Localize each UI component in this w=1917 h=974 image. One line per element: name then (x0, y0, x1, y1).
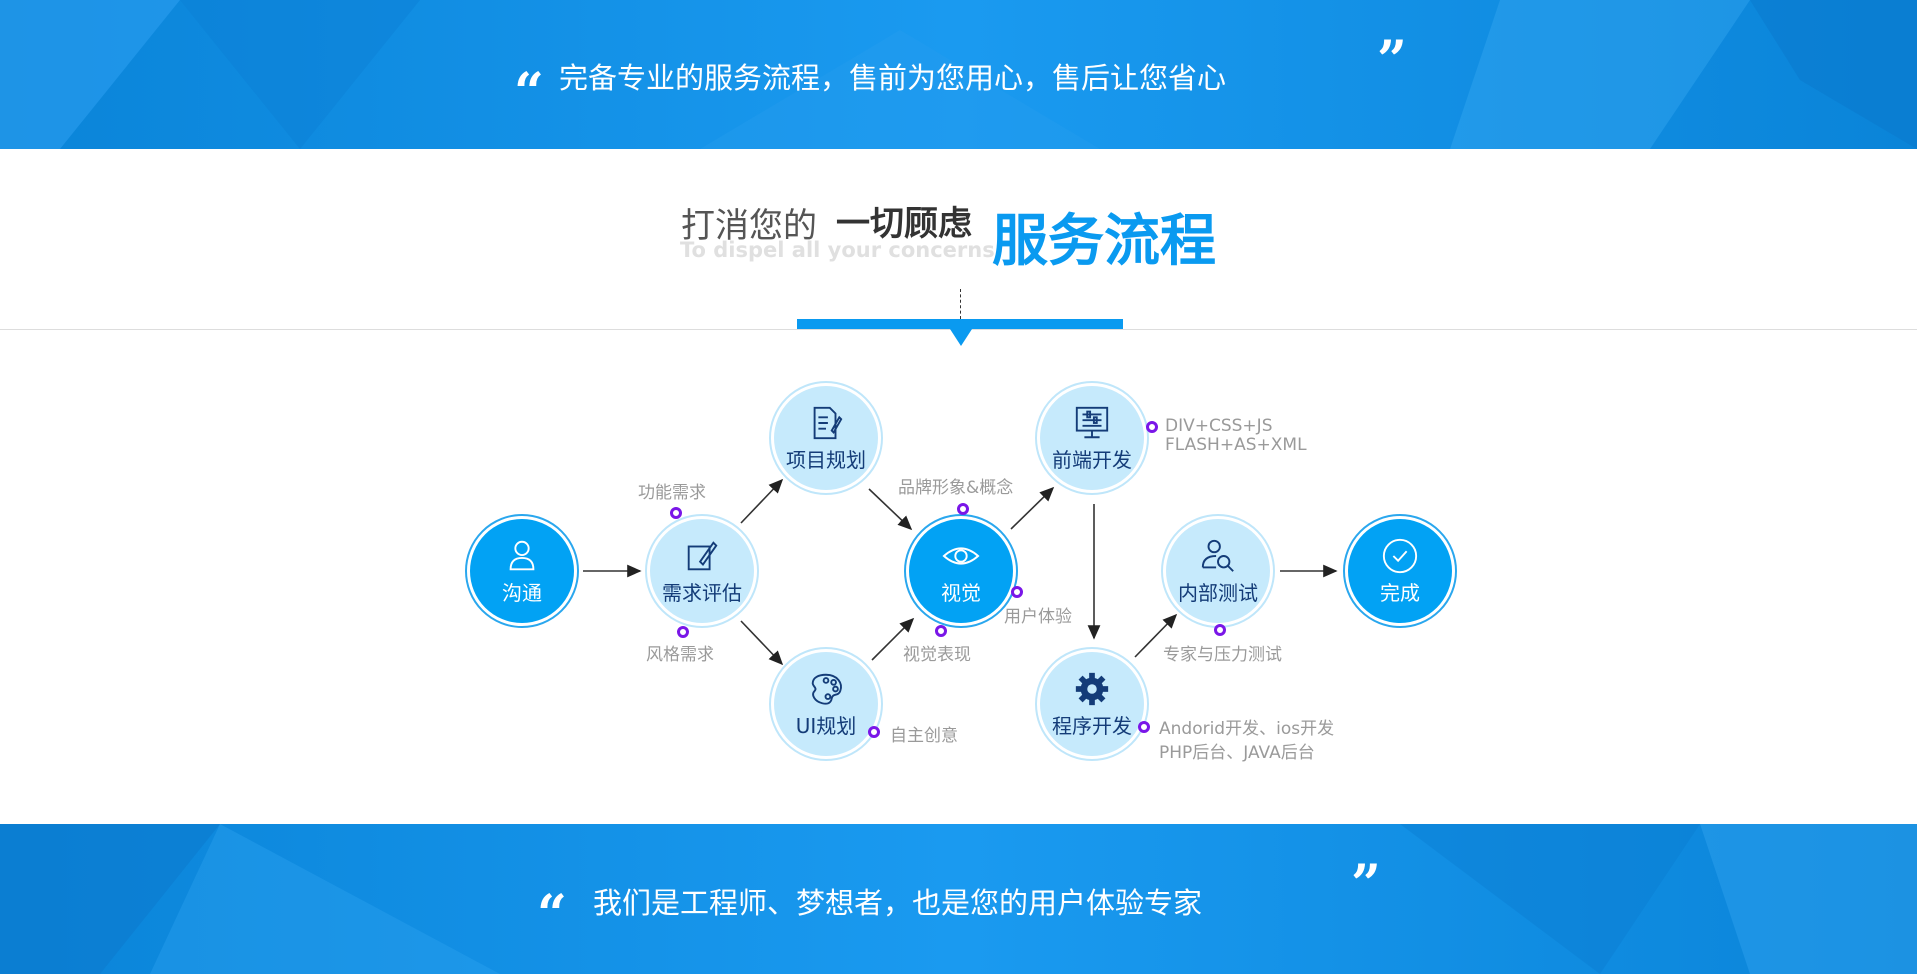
node-communicate: 沟通 (465, 514, 579, 628)
pointer-triangle (950, 329, 972, 346)
note-frontend-2: FLASH+AS+XML (1165, 435, 1307, 455)
node-programming: 程序开发 (1035, 647, 1149, 761)
note-dot (935, 625, 947, 637)
close-quote-mark: ” (1351, 854, 1381, 915)
note-program-1: Andorid开发、ios开发 (1159, 719, 1335, 739)
arrow (1134, 613, 1178, 658)
heading-bold: 一切顾虑 (836, 204, 972, 244)
arrow (740, 620, 784, 666)
node-frontend: 前端开发 (1035, 381, 1149, 495)
note-ux: 用户体验 (1004, 607, 1072, 627)
document-icon (813, 406, 843, 439)
note-program-2: PHP后台、JAVA后台 (1159, 743, 1315, 763)
note-brand: 品牌形象&概念 (898, 478, 1014, 498)
palette-icon (811, 673, 842, 705)
bottom-quote: 我们是工程师、梦想者，也是您的用户体验专家 (593, 886, 1203, 920)
arrow (740, 478, 784, 524)
heading-subtitle: To dispel all your concerns (680, 238, 995, 262)
node-label: 沟通 (502, 580, 542, 605)
note-dot (670, 507, 682, 519)
node-label: UI规划 (795, 713, 857, 738)
node-label: 内部测试 (1178, 580, 1258, 605)
note-dot (1214, 624, 1226, 636)
monitor-settings-icon (1075, 406, 1109, 438)
node-label: 需求评估 (662, 580, 742, 605)
node-label: 程序开发 (1052, 713, 1132, 738)
note-dot (677, 626, 689, 638)
note-visual: 视觉表现 (903, 645, 971, 665)
node-requirements: 需求评估 (645, 514, 759, 628)
top-banner: “ 完备专业的服务流程，售前为您用心，售后让您省心 ” (0, 0, 1917, 149)
dashed-line (960, 289, 961, 319)
check-circle-icon (1382, 538, 1418, 573)
open-quote-mark: “ (537, 884, 567, 945)
note-dot (1011, 586, 1023, 598)
user-search-icon (1201, 539, 1234, 572)
heading-bar (797, 319, 1123, 329)
note-style: 风格需求 (646, 645, 714, 665)
close-quote-mark: ” (1377, 30, 1407, 91)
eye-icon (942, 546, 980, 565)
arrow (871, 617, 915, 661)
note-functional: 功能需求 (638, 483, 706, 503)
note-dot (868, 726, 880, 738)
note-dot (957, 503, 969, 515)
node-label: 完成 (1380, 580, 1420, 605)
note-frontend-1: DIV+CSS+JS (1165, 416, 1273, 436)
note-creative: 自主创意 (890, 726, 958, 746)
banner-background (0, 0, 1917, 149)
gear-icon (1075, 672, 1109, 705)
node-internal-testing: 内部测试 (1161, 514, 1275, 628)
heading-accent: 服务流程 (992, 209, 1216, 274)
node-label: 前端开发 (1052, 447, 1132, 472)
banner-background (0, 824, 1917, 974)
node-label: 视觉 (941, 580, 981, 605)
node-visual: 视觉 (904, 514, 1018, 628)
open-quote-mark: “ (514, 62, 544, 123)
note-testing: 专家与压力测试 (1163, 645, 1282, 665)
heading-light: 打消您的 (681, 206, 817, 246)
node-label: 项目规划 (786, 447, 866, 472)
node-complete: 完成 (1343, 514, 1457, 628)
node-ui-planning: UI规划 (769, 647, 883, 761)
top-quote: 完备专业的服务流程，售前为您用心，售后让您省心 (559, 61, 1227, 95)
bottom-banner: “ 我们是工程师、梦想者，也是您的用户体验专家 ” (0, 824, 1917, 974)
arrow (868, 488, 913, 531)
note-dot (1146, 421, 1158, 433)
note-dot (1138, 721, 1150, 733)
user-icon (509, 540, 535, 570)
arrow (1010, 486, 1055, 530)
edit-icon (687, 540, 718, 570)
node-project-planning: 项目规划 (769, 381, 883, 495)
